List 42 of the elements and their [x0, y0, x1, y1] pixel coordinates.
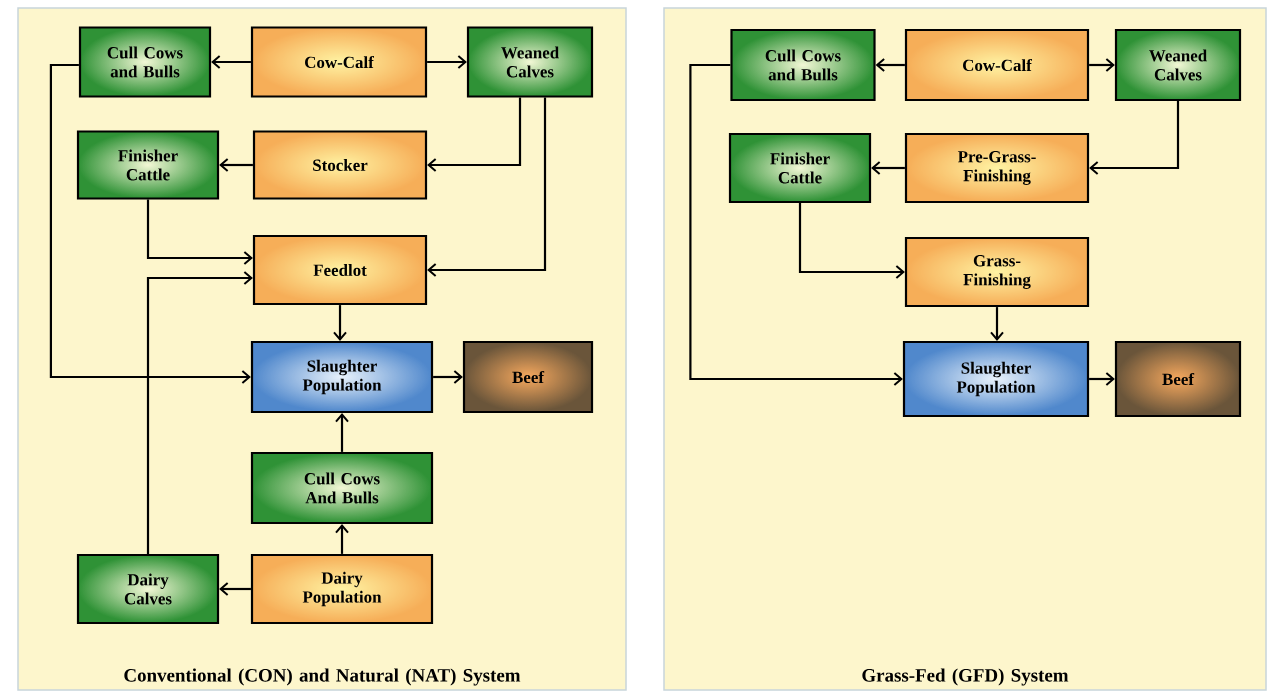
- arrow: [333, 305, 347, 341]
- flow-box: Cow-Calf: [250, 26, 428, 98]
- flow-box: Pre-Grass-Finishing: [904, 132, 1090, 204]
- flow-box: Slaughter Population: [902, 340, 1090, 418]
- panel-caption: Grass-Fed (GFD) System: [862, 668, 1069, 686]
- flow-box: Cull Cows And Bulls: [250, 451, 434, 525]
- flow-box: Feedlot: [252, 234, 428, 306]
- arrow: [798, 203, 905, 279]
- arrow: [1089, 58, 1115, 72]
- arrow: [211, 55, 251, 69]
- flow-box: Slaughter Population: [250, 340, 434, 414]
- arrow: [146, 199, 253, 265]
- arrow: [49, 63, 251, 384]
- arrow: [427, 97, 522, 172]
- arrow: [335, 524, 349, 554]
- flow-box: Stocker: [252, 130, 428, 200]
- arrow: [990, 307, 1004, 341]
- arrow: [875, 58, 905, 72]
- flow-box: Weaned Calves: [466, 26, 594, 98]
- flow-box: Weaned Calves: [1114, 28, 1242, 102]
- flow-box: Grass-Finishing: [904, 236, 1090, 308]
- arrow: [1089, 101, 1180, 175]
- flow-box: Finisher Cattle: [728, 132, 872, 204]
- flow-box: Beef: [1114, 340, 1242, 418]
- arrow: [427, 97, 547, 277]
- flow-box: Dairy Population: [250, 553, 434, 625]
- arrow: [689, 63, 903, 386]
- arrow: [433, 370, 463, 384]
- arrow: [1089, 372, 1115, 386]
- flow-box: Cull Cows and Bulls: [730, 28, 876, 102]
- panel-caption: Conventional (CON) and Natural (NAT) System: [124, 668, 521, 686]
- arrow: [219, 158, 253, 172]
- flow-box: Dairy Calves: [76, 553, 220, 625]
- flow-box: Cull Cows and Bulls: [78, 26, 212, 98]
- flow-box: Beef: [462, 340, 594, 414]
- arrow: [427, 55, 467, 69]
- arrow: [146, 271, 253, 554]
- flow-box: Cow-Calf: [904, 28, 1090, 102]
- arrow: [219, 582, 251, 596]
- arrow: [335, 413, 349, 452]
- arrow: [871, 161, 905, 175]
- flow-box: Finisher Cattle: [76, 130, 220, 200]
